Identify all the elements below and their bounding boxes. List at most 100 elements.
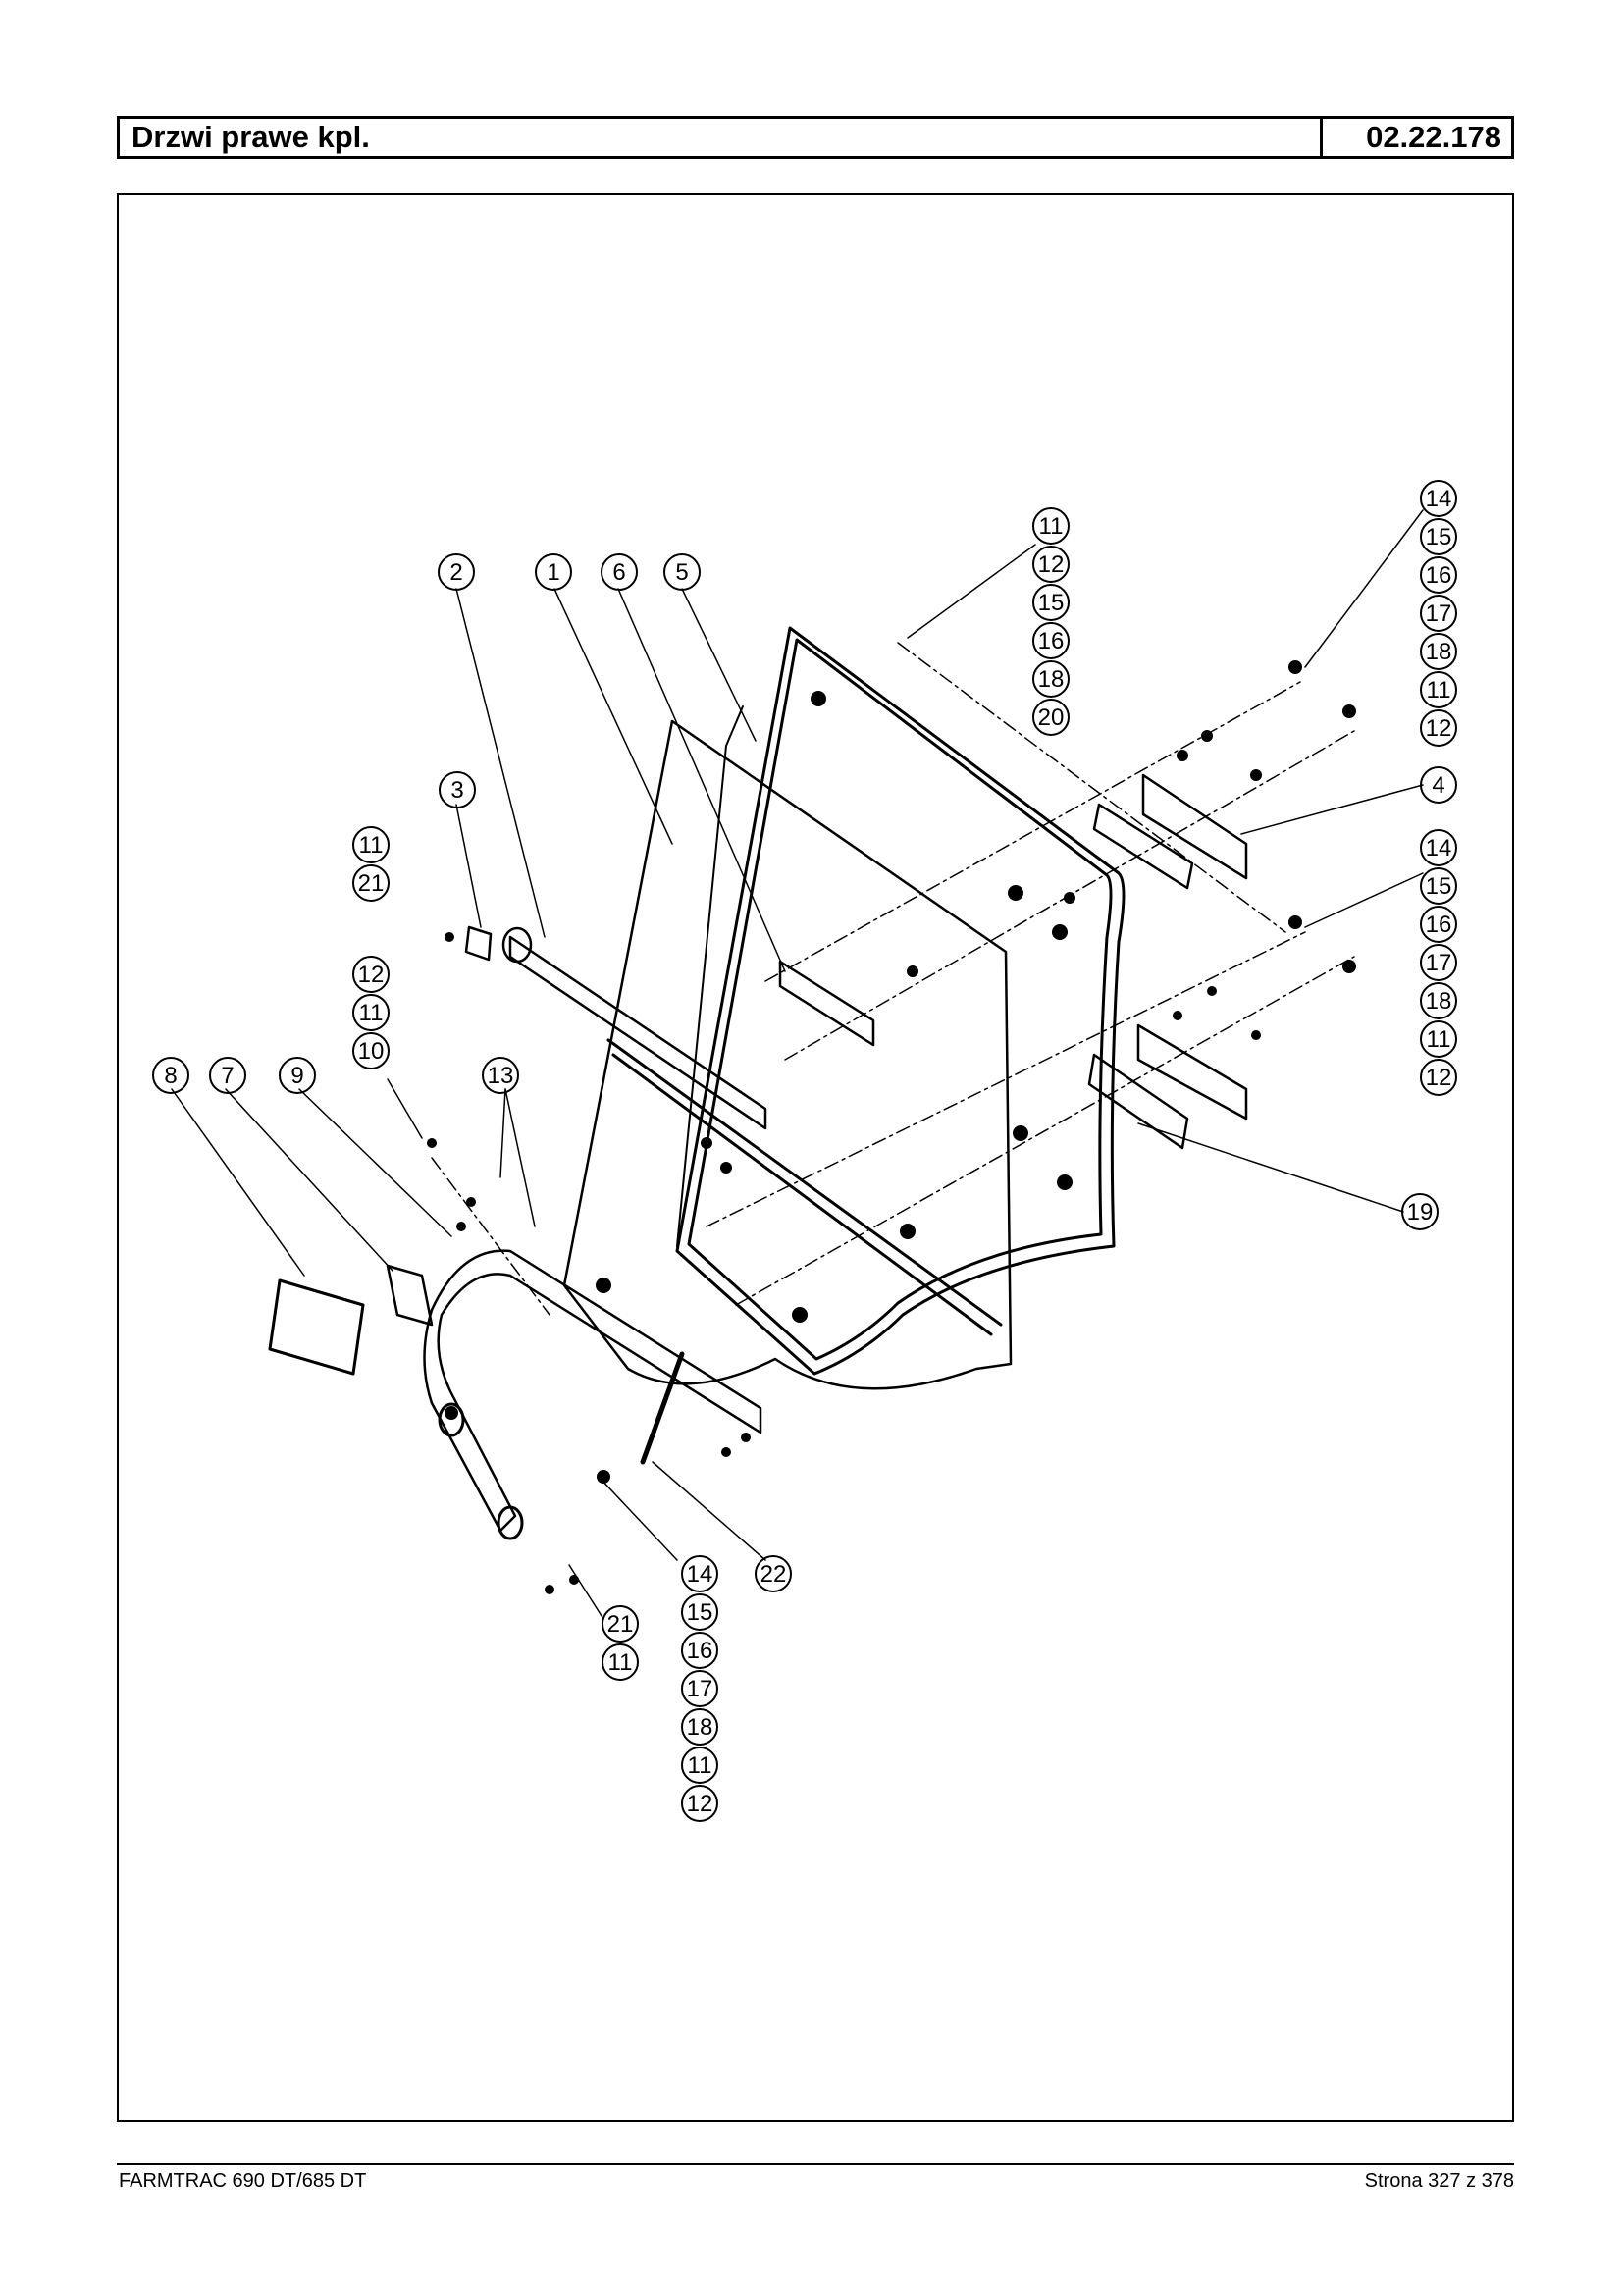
callout-bubble (681, 1785, 718, 1822)
callout-label: 11 (1427, 677, 1451, 704)
callout-bubble (1420, 709, 1457, 747)
callout-bubble (1420, 829, 1457, 866)
inner-handle (778, 960, 875, 1047)
callout-bubble (755, 1555, 792, 1592)
callout-bubble (209, 1057, 246, 1094)
callout-bubble (681, 1747, 718, 1784)
callout-label: 18 (687, 1714, 713, 1741)
callout-label: 7 (221, 1063, 234, 1089)
callout-label: 14 (1426, 486, 1452, 512)
callout-label: 21 (358, 870, 385, 897)
callout-label: 20 (1038, 704, 1065, 731)
callout-label: 8 (164, 1063, 177, 1089)
hinge-upper (1141, 773, 1248, 880)
callout-label: 12 (1038, 551, 1065, 578)
page-title: Drzwi prawe kpl. (131, 120, 370, 154)
callout-label: 19 (1407, 1199, 1434, 1226)
footer-page-number: Strona 327 z 378 (1364, 2170, 1514, 2192)
callout-bubble (681, 1555, 718, 1592)
door-frame (675, 626, 1126, 1376)
callout-bubble (601, 553, 638, 591)
callout-bubble (1420, 766, 1457, 804)
lock-box (268, 1278, 365, 1376)
callout-label: 11 (359, 1000, 384, 1026)
callout-bubble (352, 826, 390, 863)
callout-label: 18 (1426, 988, 1452, 1015)
callout-label: 9 (290, 1063, 303, 1089)
callout-bubble (1032, 507, 1070, 545)
callout-label: 16 (687, 1638, 713, 1664)
callout-label: 12 (1426, 715, 1452, 742)
footer-rule (117, 2163, 1514, 2165)
callout-bubble (602, 1605, 639, 1643)
callout-label: 18 (1426, 639, 1452, 665)
callout-bubble (1420, 556, 1457, 594)
callout-bubble (439, 771, 476, 808)
callout-label: 17 (1426, 950, 1452, 976)
callout-label: 16 (1426, 562, 1452, 589)
callout-label: 2 (449, 559, 462, 586)
callout-bubble (681, 1670, 718, 1707)
door-glass (562, 719, 1013, 1390)
callout-label: 15 (1038, 590, 1065, 616)
footer-model: FARMTRAC 690 DT/685 DT (119, 2170, 367, 2192)
callout-label: 16 (1038, 628, 1065, 654)
callout-bubble (1420, 633, 1457, 670)
callout-bubbles: 1112151618201415161718111241415161718111… (152, 480, 1457, 1822)
callout-bubble (1420, 480, 1457, 517)
callout-label: 17 (687, 1676, 713, 1702)
callout-bubble (1032, 622, 1070, 659)
callout-bubble (535, 553, 572, 591)
callout-bubble (352, 956, 390, 993)
callout-bubble (1032, 584, 1070, 621)
callout-label: 6 (612, 559, 625, 586)
callout-label: 4 (1432, 772, 1444, 799)
callout-label: 11 (688, 1752, 712, 1779)
callout-bubble (352, 1032, 390, 1069)
callout-label: 10 (358, 1038, 385, 1065)
diagram-frame (117, 193, 1514, 2122)
callout-label: 21 (607, 1611, 634, 1638)
callout-label: 11 (608, 1649, 633, 1676)
callout-bubble (1420, 671, 1457, 708)
callout-bubble (1420, 982, 1457, 1019)
callout-label: 13 (488, 1063, 514, 1089)
callout-bubble (438, 553, 475, 591)
callout-bubble (352, 994, 390, 1031)
callout-label: 16 (1426, 912, 1452, 938)
callout-label: 14 (1426, 835, 1452, 861)
callout-bubble (1420, 944, 1457, 981)
callout-bubble (1420, 1059, 1457, 1096)
callout-label: 15 (1426, 873, 1452, 900)
callout-label: 11 (1039, 513, 1064, 540)
upper-handrail (508, 935, 767, 1130)
callout-bubble (1420, 906, 1457, 943)
callout-bubble (1420, 518, 1457, 555)
callout-label: 17 (1426, 600, 1452, 627)
callout-bubble (663, 553, 701, 591)
latch (464, 925, 493, 962)
callout-label: 15 (1426, 524, 1452, 550)
callout-label: 11 (359, 832, 384, 859)
callout-label: 22 (760, 1561, 787, 1588)
callout-bubble (1032, 660, 1070, 698)
callout-bubble (602, 1643, 639, 1681)
callout-bubble (482, 1057, 519, 1094)
gas-strut (640, 1351, 685, 1465)
header-bar: Drzwi prawe kpl. 02.22.178 (117, 116, 1514, 159)
callout-bubble (1420, 867, 1457, 905)
callout-bubble (1420, 1020, 1457, 1058)
callout-label: 1 (547, 559, 559, 586)
callout-label: 18 (1038, 666, 1065, 693)
lower-handrail (423, 1249, 762, 1533)
callout-bubble (681, 1708, 718, 1746)
handle-bracket (386, 1264, 434, 1327)
callout-bubble (352, 864, 390, 902)
door-seal (676, 705, 744, 1247)
callout-bubble (1420, 595, 1457, 632)
callout-bubble (681, 1593, 718, 1631)
callout-bubble (1401, 1193, 1439, 1230)
callout-bubble (681, 1632, 718, 1669)
hinge-lower (1136, 1023, 1248, 1121)
callout-label: 14 (687, 1561, 713, 1588)
